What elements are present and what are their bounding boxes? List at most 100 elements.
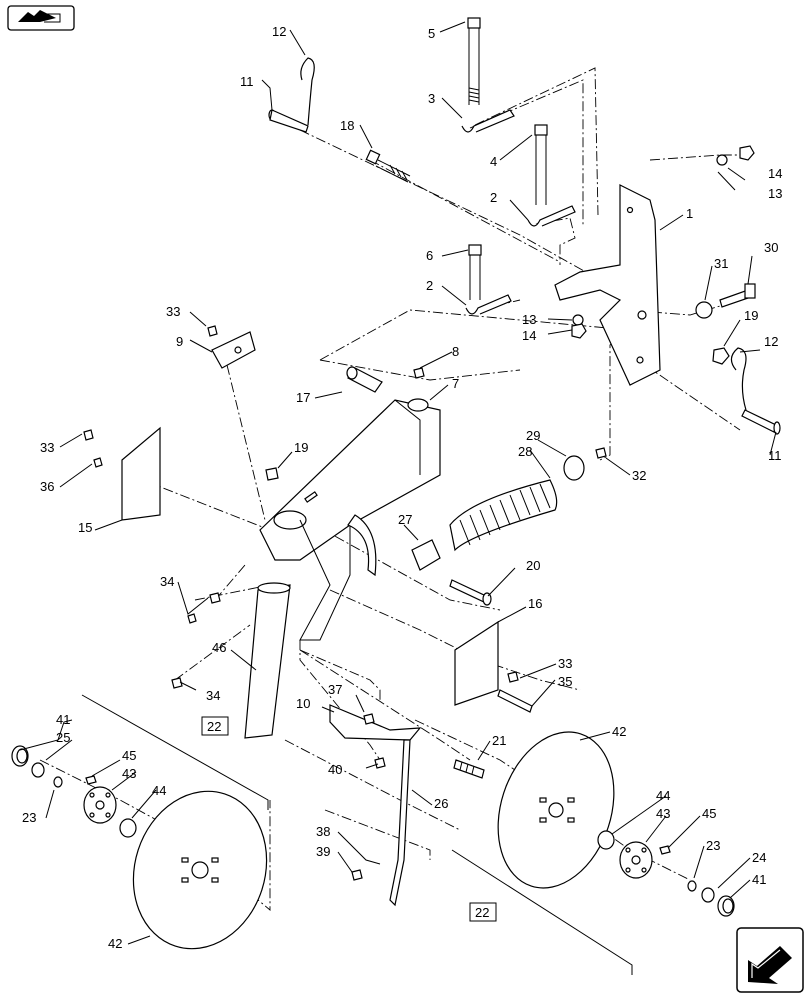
bearing-left xyxy=(119,818,137,838)
bearing-right xyxy=(597,830,615,850)
callout: 14 xyxy=(522,328,536,343)
compression-spring xyxy=(449,479,558,552)
hub-nut-left xyxy=(31,762,45,778)
small-nut xyxy=(171,677,183,689)
callout: 13 xyxy=(522,312,536,327)
callout: 17 xyxy=(296,390,310,405)
callout: 24 xyxy=(752,850,766,865)
callout: 6 xyxy=(426,248,433,263)
callout: 39 xyxy=(316,844,330,859)
mounting-bracket xyxy=(554,184,661,386)
callout: 30 xyxy=(764,240,778,255)
callout: 11 xyxy=(240,74,254,89)
callout: 29 xyxy=(526,428,540,443)
callout: 34 xyxy=(160,574,174,589)
callout: 28 xyxy=(518,444,532,459)
nut xyxy=(712,347,730,365)
callout: 33 xyxy=(40,440,54,455)
cotter-pin-top xyxy=(300,57,315,126)
callout: 42 xyxy=(108,936,122,951)
u-bolt-top xyxy=(461,109,515,133)
callout: 5 xyxy=(428,26,435,41)
hub-nut-right xyxy=(701,887,715,903)
hub-cap-right xyxy=(717,895,735,917)
callout: 19 xyxy=(744,308,758,323)
hub-washer-right xyxy=(687,880,697,892)
callout: 7 xyxy=(452,376,459,391)
hub-cap-left xyxy=(11,745,29,767)
callout: 8 xyxy=(452,344,459,359)
u-bolt-bottom xyxy=(465,294,512,315)
callout: 19 xyxy=(294,440,308,455)
callout: 32 xyxy=(632,468,646,483)
small-nut xyxy=(595,447,607,459)
callout: 33 xyxy=(166,304,180,319)
disc-blade-left xyxy=(132,790,268,950)
scraper-left xyxy=(121,426,161,521)
callout: 42 xyxy=(612,724,626,739)
small-nut xyxy=(363,713,375,725)
small-nut xyxy=(351,869,363,881)
callout: 26 xyxy=(434,796,448,811)
small-bolt xyxy=(207,325,218,337)
clip-bracket xyxy=(329,704,422,741)
callout: 27 xyxy=(398,512,412,527)
small-bolt xyxy=(497,689,533,713)
seed-tube xyxy=(244,584,291,739)
washer xyxy=(716,154,728,166)
callout: 46 xyxy=(212,640,226,655)
main-arm xyxy=(259,398,441,641)
boxed-reference-22-right[interactable]: 22 xyxy=(469,902,497,922)
callout: 33 xyxy=(558,656,572,671)
callout: 2 xyxy=(490,190,497,205)
clevis-bolt xyxy=(449,579,492,606)
small-nut xyxy=(413,367,425,379)
spacer-tube xyxy=(346,366,383,393)
callout: 10 xyxy=(296,696,310,711)
hub-left xyxy=(83,786,117,824)
callout: 35 xyxy=(558,674,572,689)
callout: 16 xyxy=(528,596,542,611)
callout: 12 xyxy=(764,334,778,349)
callout: 3 xyxy=(428,91,435,106)
callout: 44 xyxy=(656,788,670,803)
callout: 2 xyxy=(426,278,433,293)
hub-bolt-left xyxy=(85,775,97,785)
callout: 44 xyxy=(152,783,166,798)
group-bracket-right xyxy=(451,849,633,975)
spring-clevis xyxy=(411,539,441,571)
pin-bottom xyxy=(741,409,781,435)
small-bolt xyxy=(83,429,94,441)
pin-top xyxy=(268,109,309,133)
bolt-short xyxy=(468,244,482,300)
callout: 41 xyxy=(56,712,70,727)
threaded-rod xyxy=(365,149,411,183)
spring-cap xyxy=(563,455,585,481)
callout: 23 xyxy=(22,810,36,825)
exploded-view-icon[interactable] xyxy=(7,5,75,31)
callout: 9 xyxy=(176,334,183,349)
callout: 31 xyxy=(714,256,728,271)
u-bolt-middle xyxy=(527,205,576,227)
callout: 43 xyxy=(122,766,136,781)
bolt-medium xyxy=(534,124,548,205)
small-bolt xyxy=(507,671,519,683)
callout: 45 xyxy=(702,806,716,821)
callout: 4 xyxy=(490,154,497,169)
firmer-rod xyxy=(389,739,411,907)
nut xyxy=(571,323,587,339)
boxed-reference-22-left[interactable]: 22 xyxy=(201,716,229,736)
small-nut xyxy=(265,467,279,481)
callout: 40 xyxy=(328,762,342,777)
nut xyxy=(739,145,755,161)
plate-small xyxy=(211,331,256,369)
callout: 1 xyxy=(686,206,693,221)
bolt-long xyxy=(467,17,481,105)
disc-blade-right xyxy=(497,731,615,889)
next-page-arrow-icon[interactable] xyxy=(736,927,804,993)
callout: 12 xyxy=(272,24,286,39)
hub-bolt-right xyxy=(659,845,671,855)
spacer xyxy=(695,301,713,319)
callout: 43 xyxy=(656,806,670,821)
